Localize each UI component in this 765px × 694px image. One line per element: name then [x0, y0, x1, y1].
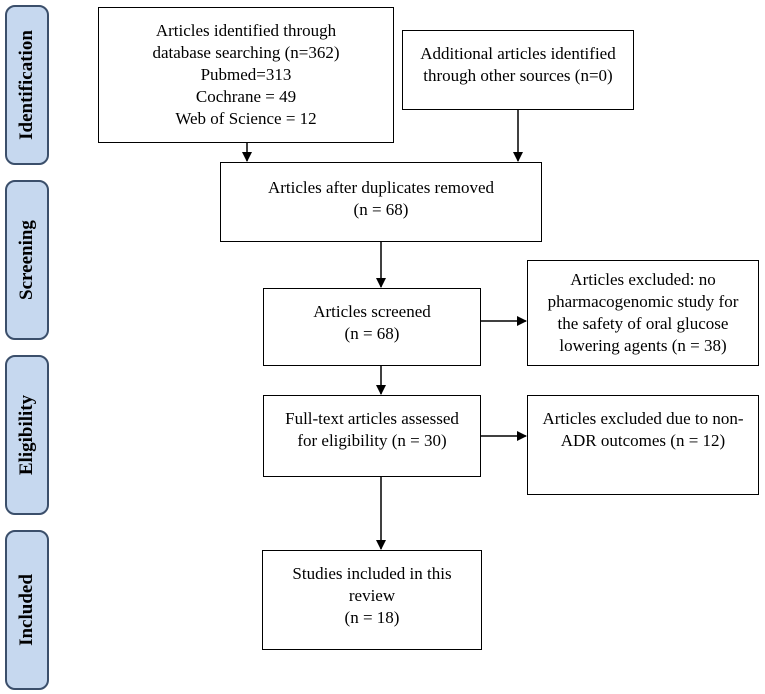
- box-other-sources-text: Additional articles identified through o…: [420, 44, 616, 85]
- box-excluded-screening-text: Articles excluded: no pharmacogenomic st…: [547, 270, 739, 355]
- box-full-text-text: Full-text articles assessed for eligibil…: [285, 409, 459, 450]
- box-screened: Articles screened (n = 68): [263, 288, 481, 366]
- phase-eligibility: Eligibility: [5, 355, 49, 515]
- box-full-text: Full-text articles assessed for eligibil…: [263, 395, 481, 477]
- box-duplicates-removed: Articles after duplicates removed (n = 6…: [220, 162, 542, 242]
- box-excluded-eligibility-text: Articles excluded due to non- ADR outcom…: [542, 409, 744, 450]
- box-other-sources: Additional articles identified through o…: [402, 30, 634, 110]
- phase-identification: Identification: [5, 5, 49, 165]
- box-included: Studies included in this review (n = 18): [262, 550, 482, 650]
- box-duplicates-removed-text: Articles after duplicates removed (n = 6…: [267, 178, 495, 219]
- box-database-search: Articles identified through database sea…: [98, 7, 394, 143]
- box-excluded-screening: Articles excluded: no pharmacogenomic st…: [527, 260, 759, 366]
- box-screened-text: Articles screened (n = 68): [313, 302, 431, 343]
- box-database-search-text: Articles identified through database sea…: [152, 21, 340, 128]
- phase-screening: Screening: [5, 180, 49, 340]
- box-included-text: Studies included in this review (n = 18): [292, 564, 452, 627]
- box-excluded-eligibility: Articles excluded due to non- ADR outcom…: [527, 395, 759, 495]
- phase-included: Included: [5, 530, 49, 690]
